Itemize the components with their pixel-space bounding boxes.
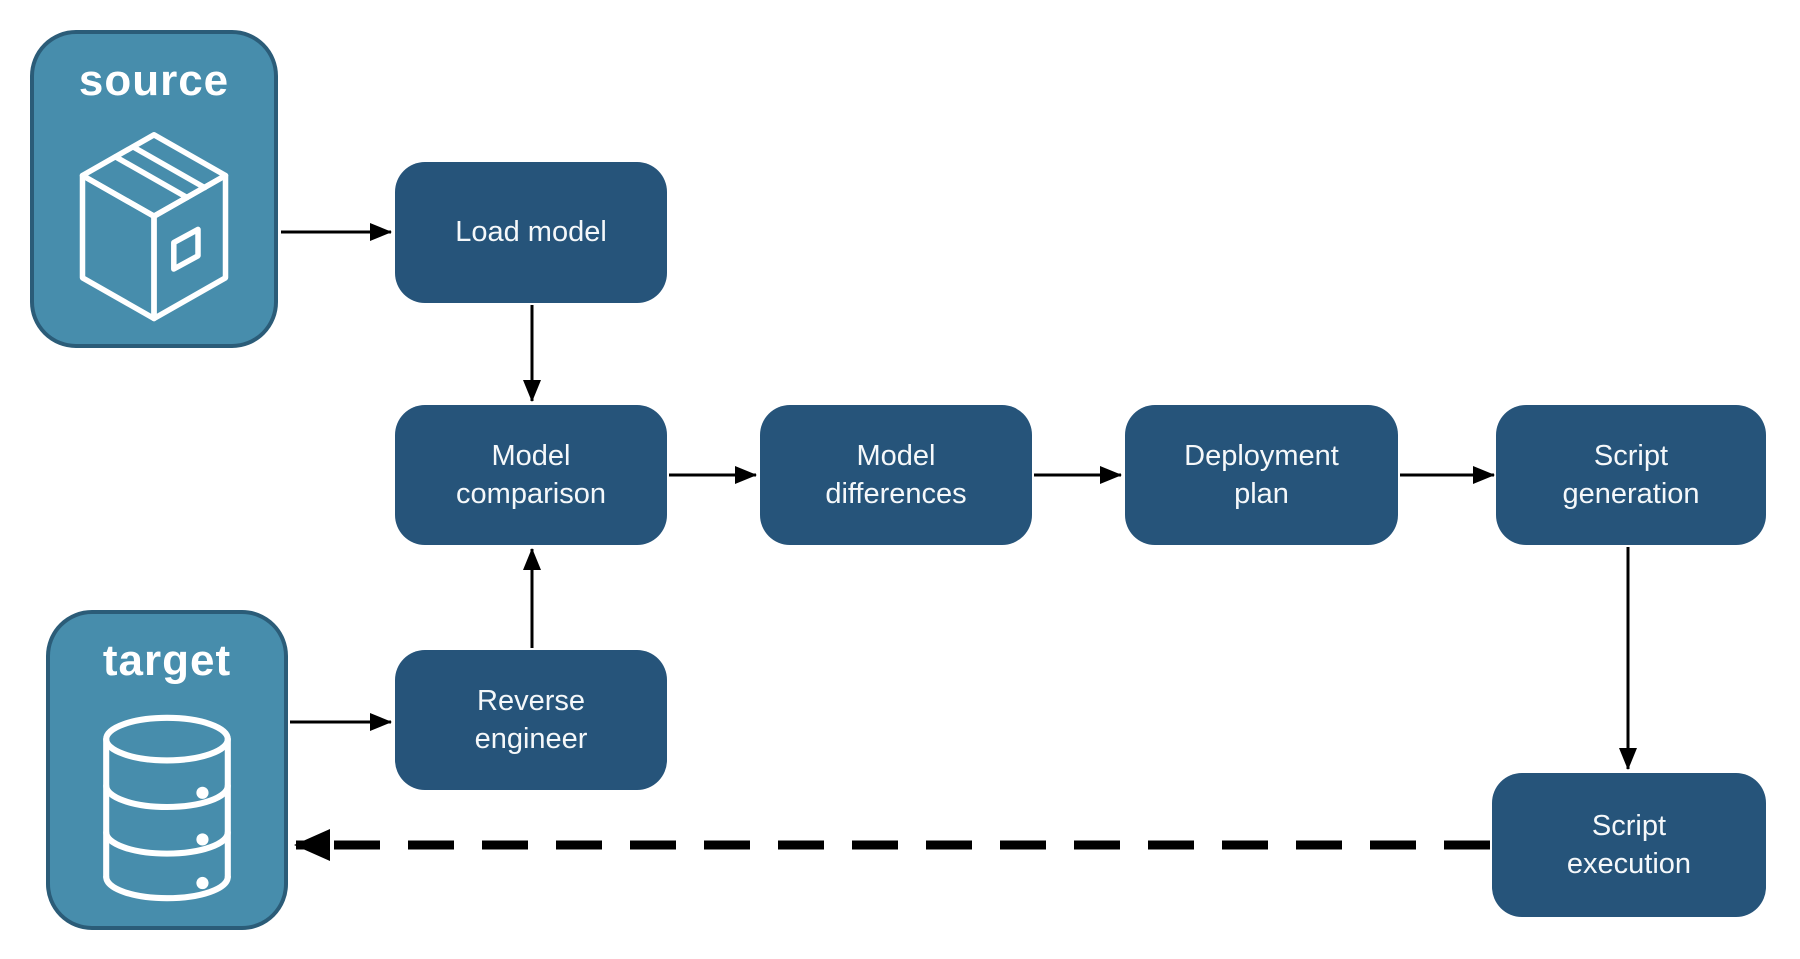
endpoint-target: target	[46, 610, 288, 930]
node-load-model-label: Load model	[455, 216, 607, 249]
node-script-generation-label: Script generation	[1562, 439, 1700, 510]
node-script-generation: Script generation	[1496, 405, 1766, 545]
node-model-comparison: Model comparison	[395, 405, 667, 545]
node-load-model: Load model	[395, 162, 667, 303]
endpoint-source-label: source	[78, 56, 230, 105]
node-deployment-plan-label: Deployment plan	[1184, 439, 1339, 510]
endpoint-target-label: target	[102, 636, 232, 685]
database-icon	[50, 686, 284, 926]
node-script-execution: Script execution	[1492, 773, 1766, 917]
node-reverse-engineer-label: Reverse engineer	[474, 684, 588, 755]
node-model-differences: Model differences	[760, 405, 1032, 545]
node-reverse-engineer: Reverse engineer	[395, 650, 667, 790]
endpoint-source: source	[30, 30, 278, 348]
node-script-execution-label: Script execution	[1566, 809, 1692, 880]
package-icon	[34, 106, 274, 344]
node-deployment-plan: Deployment plan	[1125, 405, 1398, 545]
node-model-comparison-label: Model comparison	[456, 439, 606, 510]
node-model-differences-label: Model differences	[825, 439, 967, 510]
